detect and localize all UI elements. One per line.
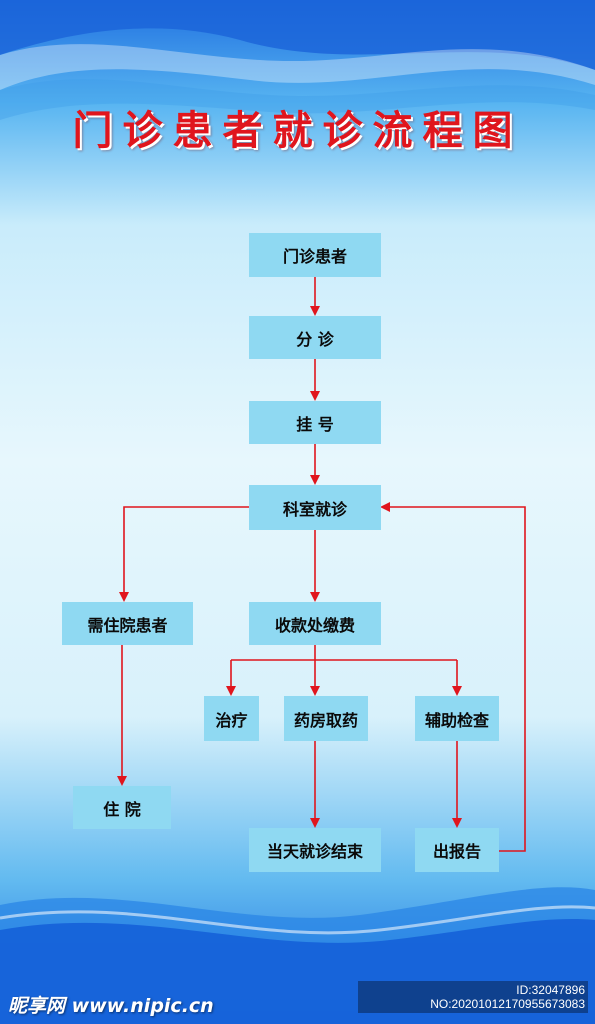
node-treatment: 治疗	[204, 696, 259, 741]
watermark-id: ID:32047896 NO:20201012170955673083	[358, 981, 588, 1013]
node-visit-end: 当天就诊结束	[249, 828, 381, 872]
page-title: 门诊患者就诊流程图	[72, 107, 523, 154]
arrow-report-department	[380, 502, 526, 852]
arrow-department-inpatient	[119, 506, 249, 602]
node-department-visit: 科室就诊	[249, 485, 381, 530]
node-hospitalization: 住 院	[73, 786, 171, 829]
node-triage: 分 诊	[249, 316, 381, 359]
node-registration: 挂 号	[249, 401, 381, 444]
node-inpatient-needed: 需住院患者	[62, 602, 193, 645]
node-pharmacy: 药房取药	[284, 696, 368, 741]
node-outpatient: 门诊患者	[249, 233, 381, 277]
node-payment: 收款处缴费	[249, 602, 381, 645]
node-auxiliary-exam: 辅助检查	[415, 696, 499, 741]
node-report: 出报告	[415, 828, 499, 872]
watermark-logo: 昵享网 www.nipic.cn	[8, 995, 214, 1017]
